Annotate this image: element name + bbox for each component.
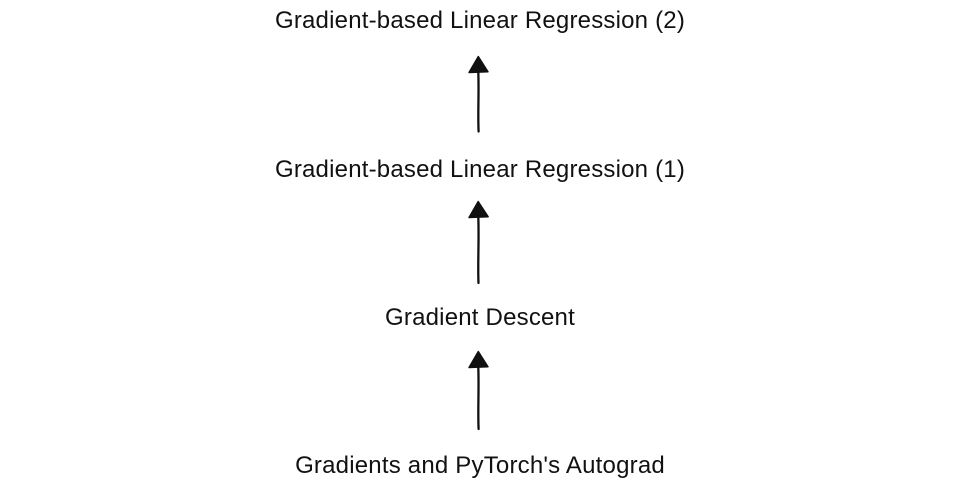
- up-arrow: [468, 200, 489, 285]
- diagram-node-gradient-based-linear-regression-1: Gradient-based Linear Regression (1): [274, 156, 686, 183]
- diagram-node-gradient-descent: Gradient Descent: [385, 304, 575, 331]
- up-arrow: [468, 55, 489, 133]
- diagram-node-gradients-and-pytorchs-autograd: Gradients and PyTorch's Autograd: [295, 452, 665, 479]
- diagram-node-gradient-based-linear-regression-2: Gradient-based Linear Regression (2): [274, 7, 686, 34]
- up-arrow: [468, 350, 489, 431]
